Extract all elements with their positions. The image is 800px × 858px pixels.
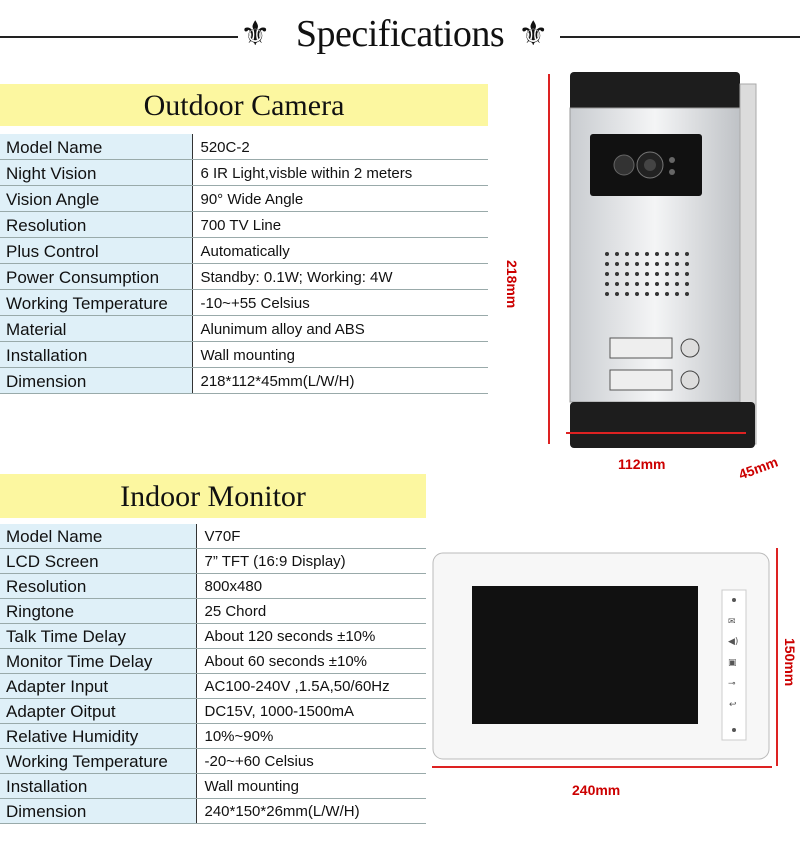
outdoor-width-label: 112mm: [618, 456, 666, 472]
spec-value: 7” TFT (16:9 Display): [196, 548, 426, 574]
spec-label: Adapter Input: [0, 673, 197, 699]
spec-value: 90° Wide Angle: [192, 185, 488, 212]
spec-value: About 120 seconds ±10%: [196, 623, 426, 649]
spec-label: Installation: [0, 773, 197, 799]
fleur-de-lis-icon: ⚜: [240, 15, 271, 53]
spec-label: Resolution: [0, 573, 197, 599]
spec-value: 800x480: [196, 573, 426, 599]
spec-label: LCD Screen: [0, 548, 197, 574]
spec-value: V70F: [196, 524, 426, 549]
svg-text:◀): ◀): [728, 637, 738, 647]
outdoor-camera-image: [560, 72, 770, 452]
spec-label: Installation: [0, 341, 193, 368]
fleur-de-lis-icon: ⚜: [518, 15, 549, 53]
indoor-height-label: 150mm: [782, 638, 798, 687]
spec-label: Model Name: [0, 524, 197, 549]
spec-value: 700 TV Line: [192, 211, 488, 238]
outdoor-section-title: Outdoor Camera: [0, 84, 488, 126]
spec-value: 25 Chord: [196, 598, 426, 624]
spec-value: 10%~90%: [196, 723, 426, 749]
spec-value: About 60 seconds ±10%: [196, 648, 426, 674]
spec-value: -20~+60 Celsius: [196, 748, 426, 774]
spec-row: Working Temperature-20~+60 Celsius: [0, 748, 426, 774]
outdoor-height-label: 218mm: [504, 260, 520, 309]
spec-label: Model Name: [0, 134, 193, 160]
spec-label: Dimension: [0, 798, 197, 824]
spec-label: Relative Humidity: [0, 723, 197, 749]
svg-text:▣: ▣: [728, 658, 737, 668]
spec-value: 6 IR Light,visble within 2 meters: [192, 159, 488, 186]
spec-value: Alunimum alloy and ABS: [192, 315, 488, 342]
spec-label: Ringtone: [0, 598, 197, 624]
header-rule-right: [560, 36, 800, 38]
spec-value: Automatically: [192, 237, 488, 264]
spec-value: AC100-240V ,1.5A,50/60Hz: [196, 673, 426, 699]
svg-text:⊸: ⊸: [728, 679, 736, 689]
spec-value: DC15V, 1000-1500mA: [196, 698, 426, 724]
spec-label: Resolution: [0, 211, 193, 238]
spec-value: Wall mounting: [196, 773, 426, 799]
indoor-width-label: 240mm: [572, 782, 621, 798]
spec-label: Material: [0, 315, 193, 342]
spec-label: Power Consumption: [0, 263, 193, 290]
spec-value: -10~+55 Celsius: [192, 289, 488, 316]
spec-value: 240*150*26mm(L/W/H): [196, 798, 426, 824]
spec-value: Wall mounting: [192, 341, 488, 368]
indoor-monitor-image: ✉ ◀) ▣ ⊸ ↩: [432, 552, 772, 762]
page-header: ⚜ Specifications ⚜: [0, 0, 800, 72]
spec-row: Working Temperature-10~+55 Celsius: [0, 289, 488, 316]
spec-label: Night Vision: [0, 159, 193, 186]
spec-value: Standby: 0.1W; Working: 4W: [192, 263, 488, 290]
svg-text:↩: ↩: [729, 700, 737, 710]
page-title: Specifications: [295, 13, 505, 55]
spec-value: 218*112*45mm(L/W/H): [192, 367, 488, 394]
spec-label: Plus Control: [0, 237, 193, 264]
spec-label: Dimension: [0, 367, 193, 394]
spec-label: Working Temperature: [0, 289, 193, 316]
indoor-section-title: Indoor Monitor: [0, 474, 426, 518]
header-rule-left: [0, 36, 238, 38]
outdoor-depth-label: 45mm: [736, 453, 780, 483]
spec-label: Monitor Time Delay: [0, 648, 197, 674]
spec-label: Talk Time Delay: [0, 623, 197, 649]
spec-value: 520C-2: [192, 134, 488, 160]
spec-label: Vision Angle: [0, 185, 193, 212]
svg-text:✉: ✉: [728, 617, 736, 627]
spec-label: Adapter Oitput: [0, 698, 197, 724]
spec-label: Working Temperature: [0, 748, 197, 774]
